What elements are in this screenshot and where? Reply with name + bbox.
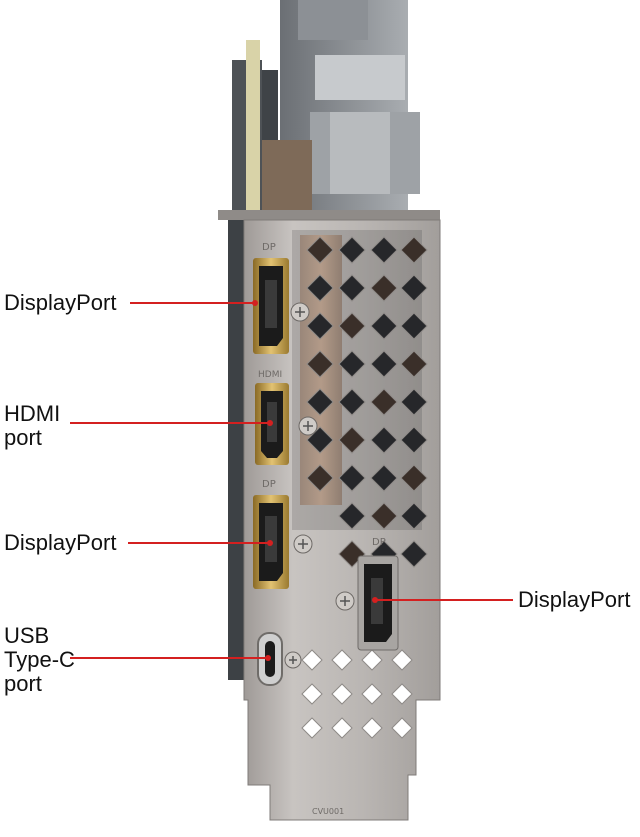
leader-line-displayport-2 (128, 542, 270, 544)
vent-hole (331, 649, 353, 671)
leader-line-usb-c (70, 657, 268, 659)
vent-hole (400, 464, 428, 492)
vent-hole (306, 312, 334, 340)
vent-hole (400, 426, 428, 454)
callout-text: DisplayPort (4, 290, 117, 315)
vent-hole (306, 464, 334, 492)
bracket-markings: DP HDMI DP DP CVU001 (258, 242, 386, 816)
vent-hole (400, 388, 428, 416)
callout-displayport-1: DisplayPort (4, 292, 116, 314)
vent-hole (306, 274, 334, 302)
callout-hdmi-port: HDMI port (4, 402, 60, 450)
leader-dot-hdmi (267, 420, 273, 426)
leader-dot-displayport-1 (252, 300, 258, 306)
vent-hole (370, 502, 398, 530)
vent-hole (400, 502, 428, 530)
vent-hole (370, 274, 398, 302)
vent-hole (400, 312, 428, 340)
vent-hole (338, 312, 366, 340)
callout-text: DisplayPort (518, 587, 631, 612)
vent-hole (338, 502, 366, 530)
leader-dot-usb-c (265, 655, 271, 661)
vent-hole (338, 388, 366, 416)
vent-hole (361, 683, 383, 705)
vent-hole (370, 388, 398, 416)
marking-dp-right: DP (372, 537, 386, 548)
vent-hole (338, 236, 366, 264)
vent-hole (361, 717, 383, 739)
vent-hole (306, 236, 334, 264)
displayport-1 (253, 258, 289, 354)
vent-hole (400, 274, 428, 302)
callout-text: port (4, 671, 42, 696)
leader-line-displayport-3 (375, 599, 513, 601)
vent-hole (370, 350, 398, 378)
leader-line-displayport-1 (130, 302, 255, 304)
marking-bracket-code: CVU001 (312, 807, 344, 816)
vent-hole (361, 649, 383, 671)
callout-displayport-2: DisplayPort (4, 532, 116, 554)
vent-hole (301, 683, 323, 705)
callout-usb-c-port: USB Type-C port (4, 624, 75, 696)
vent-hole (391, 717, 413, 739)
vent-hole (331, 717, 353, 739)
callout-text: Type-C (4, 647, 75, 672)
leader-dot-displayport-2 (267, 540, 273, 546)
leader-line-hdmi (70, 422, 270, 424)
vent-hole (338, 426, 366, 454)
vent-hole (338, 464, 366, 492)
marking-dp-mid: DP (262, 479, 276, 490)
callout-text: DisplayPort (4, 530, 117, 555)
marking-dp-top: DP (262, 242, 276, 253)
vent-hole (301, 649, 323, 671)
callout-text: port (4, 425, 42, 450)
vent-hole (306, 350, 334, 378)
vent-hole (400, 236, 428, 264)
vent-hole (331, 683, 353, 705)
callout-displayport-3: DisplayPort (518, 589, 630, 611)
leader-dot-displayport-3 (372, 597, 378, 603)
vent-hole (338, 274, 366, 302)
bracket-screws (284, 302, 355, 669)
vent-hole (370, 236, 398, 264)
vent-hole (301, 717, 323, 739)
vent-hole (370, 464, 398, 492)
marking-hdmi: HDMI (258, 370, 282, 380)
vent-hole (400, 540, 428, 568)
vent-hole (370, 426, 398, 454)
vent-hole (400, 350, 428, 378)
vent-hole (391, 649, 413, 671)
callout-text: USB (4, 623, 50, 648)
bracket-bottom-vents (301, 649, 413, 739)
vent-hole (306, 388, 334, 416)
displayport-3 (357, 555, 399, 651)
vent-hole (338, 350, 366, 378)
vent-hole (370, 312, 398, 340)
callout-text: HDMI (4, 401, 61, 426)
card-shroud (228, 0, 420, 680)
vent-hole (391, 683, 413, 705)
